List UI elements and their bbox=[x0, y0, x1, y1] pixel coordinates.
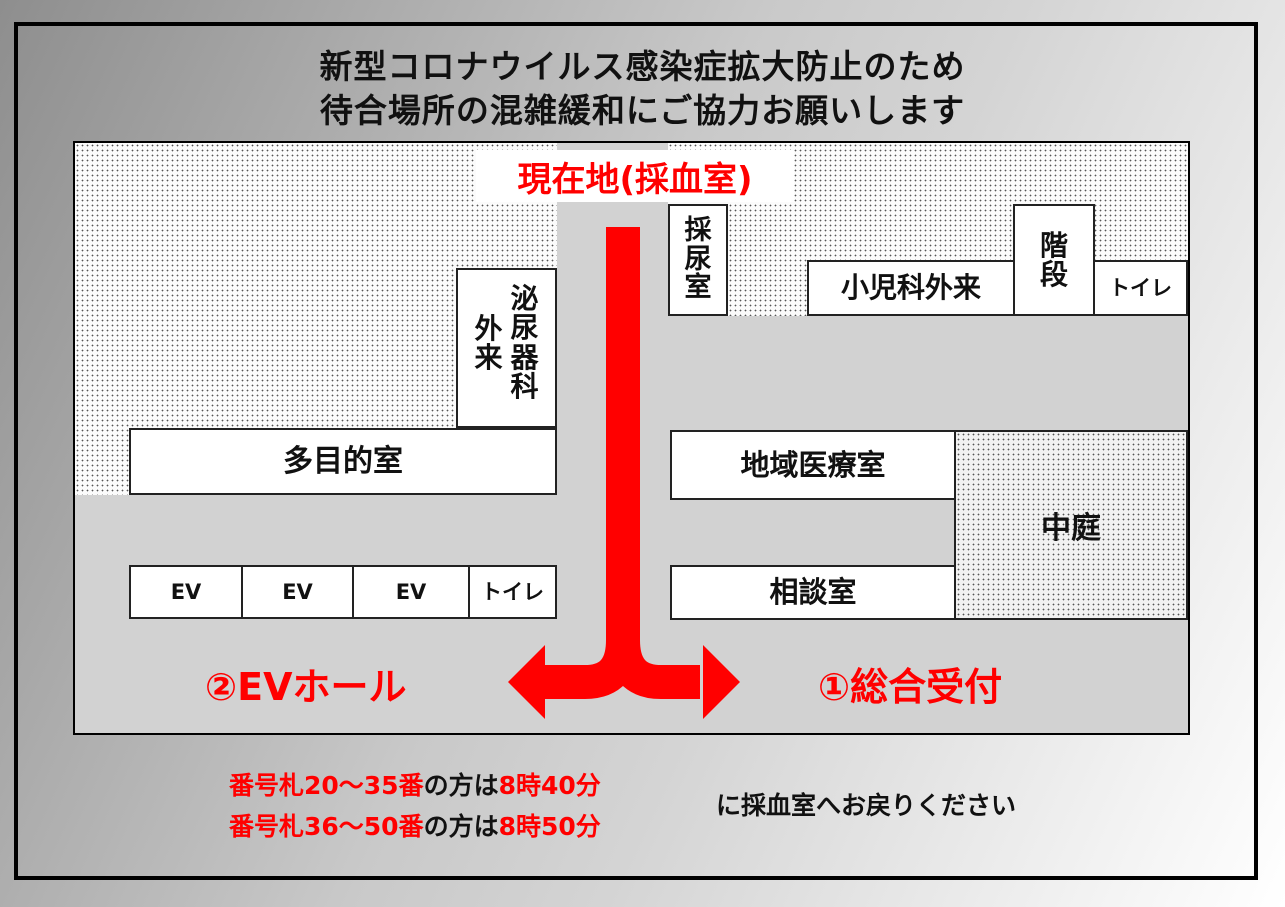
notice-row-2: 番号札36～50番の方は8時50分 bbox=[229, 807, 601, 843]
urology-char: 来 bbox=[474, 341, 503, 375]
notice-suffix: に採血室へお戻りください bbox=[716, 791, 1017, 820]
stairs-char: 段 bbox=[1039, 258, 1068, 291]
urology-char: 科 bbox=[510, 370, 539, 404]
courtyard: 中庭 bbox=[954, 430, 1188, 620]
room-regional-medical: 地域医療室 bbox=[670, 430, 956, 500]
notice-row-1: 番号札20～35番の方は8時40分 bbox=[229, 766, 601, 802]
destination-ev-hall: ②EVホール bbox=[205, 665, 407, 709]
room-elevator-1: EV bbox=[129, 565, 243, 619]
room-elevator-2: EV bbox=[241, 565, 354, 619]
room-urine-collection: 採 尿 室 bbox=[668, 204, 728, 316]
poster-frame bbox=[14, 22, 1258, 880]
room-stairs: 階 段 bbox=[1013, 204, 1095, 316]
room-elevator-3: EV bbox=[352, 565, 470, 619]
notice-connector: の方は bbox=[423, 771, 499, 800]
urology-char: 尿 bbox=[510, 311, 539, 345]
notice-connector: の方は bbox=[423, 812, 499, 841]
room-multipurpose: 多目的室 bbox=[129, 428, 557, 495]
urology-char: 外 bbox=[474, 312, 503, 345]
urology-char: 泌 bbox=[510, 282, 539, 315]
room-toilet-right: トイレ bbox=[1093, 260, 1188, 316]
room-toilet-left: トイレ bbox=[468, 565, 557, 619]
notice-return-time: 8時50分 bbox=[498, 812, 601, 841]
title-line-2: 待合場所の混雑緩和にご協力お願いします bbox=[319, 91, 966, 130]
title-line-1: 新型コロナウイルス感染症拡大防止のため bbox=[319, 47, 966, 86]
urine-collection-char: 室 bbox=[684, 272, 712, 304]
room-consultation: 相談室 bbox=[670, 565, 956, 620]
room-urology: 外 来 泌 尿 器 科 bbox=[456, 268, 557, 428]
destination-reception: ①総合受付 bbox=[818, 665, 1003, 709]
urine-collection-char: 尿 bbox=[684, 243, 712, 275]
urology-char: 器 bbox=[510, 340, 539, 374]
notice-return-time: 8時40分 bbox=[498, 771, 601, 800]
notice-ticket-range: 番号札20～35番 bbox=[229, 771, 424, 800]
notice-ticket-range: 番号札36～50番 bbox=[229, 812, 424, 841]
current-location-label: 現在地(採血室) bbox=[476, 150, 794, 202]
urine-collection-char: 採 bbox=[684, 215, 712, 247]
stairs-char: 階 bbox=[1039, 228, 1068, 262]
